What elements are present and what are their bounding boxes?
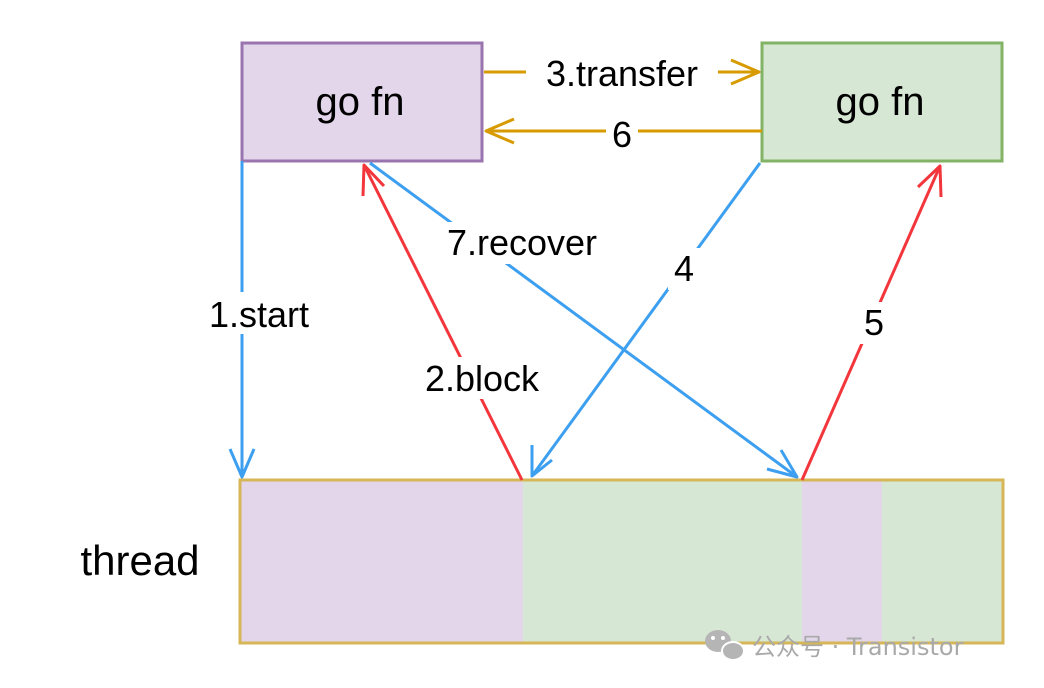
go-fn-right-box <box>762 43 1002 161</box>
edge-four-line <box>530 162 762 477</box>
edge-transfer-label: 3.transfer <box>546 53 698 94</box>
label-bg-four <box>668 248 700 290</box>
label-bg-six <box>606 113 638 153</box>
edge-recover-label: 7.recover <box>447 222 597 263</box>
edge-block <box>361 163 524 481</box>
edge-block-line <box>362 164 524 481</box>
edge-start-label: 1.start <box>209 294 309 335</box>
edge-start-arrowhead <box>228 448 256 479</box>
label-bg-start <box>197 292 321 334</box>
edge-recover-line <box>369 161 798 479</box>
thread-bar-border <box>238 478 1005 645</box>
go-fn-right-node: go fn <box>760 41 1004 163</box>
edge-five-arrowhead <box>916 164 943 198</box>
watermark-text: 公众号 · Transistor <box>752 633 964 661</box>
edge-six-arrowhead <box>484 117 515 145</box>
go-fn-left-border <box>240 41 484 163</box>
thread-bar <box>238 478 1005 645</box>
edge-six-label: 6 <box>612 114 632 155</box>
edge-five-label: 5 <box>864 302 884 343</box>
label-bg-block <box>409 357 555 399</box>
thread-segment-4 <box>882 480 1003 643</box>
go-fn-left-label: go fn <box>316 80 405 124</box>
label-bg-recover <box>428 222 616 264</box>
go-fn-left-node: go fn <box>240 41 484 163</box>
go-fn-right-border <box>760 41 1004 163</box>
edge-recover <box>369 161 799 479</box>
label-bg-five <box>858 302 890 344</box>
edge-block-label: 2.block <box>425 358 540 399</box>
edge-recover-arrowhead <box>766 449 799 479</box>
edge-transfer-arrowhead <box>730 58 761 86</box>
wechat-icon <box>705 630 745 661</box>
go-fn-left-box <box>242 43 482 161</box>
thread-segment-2 <box>523 480 802 643</box>
label-bg-transfer <box>526 53 718 93</box>
edge-block-arrowhead <box>361 163 386 197</box>
go-fn-right-label: go fn <box>836 80 925 124</box>
thread-segment-1 <box>240 480 523 643</box>
edge-four-label: 4 <box>674 248 694 289</box>
thread-label: thread <box>80 537 199 584</box>
thread-segment-3 <box>802 480 882 643</box>
edge-four <box>530 162 762 478</box>
edge-four-arrowhead <box>530 445 553 478</box>
watermark: 公众号 · Transistor <box>705 630 964 661</box>
